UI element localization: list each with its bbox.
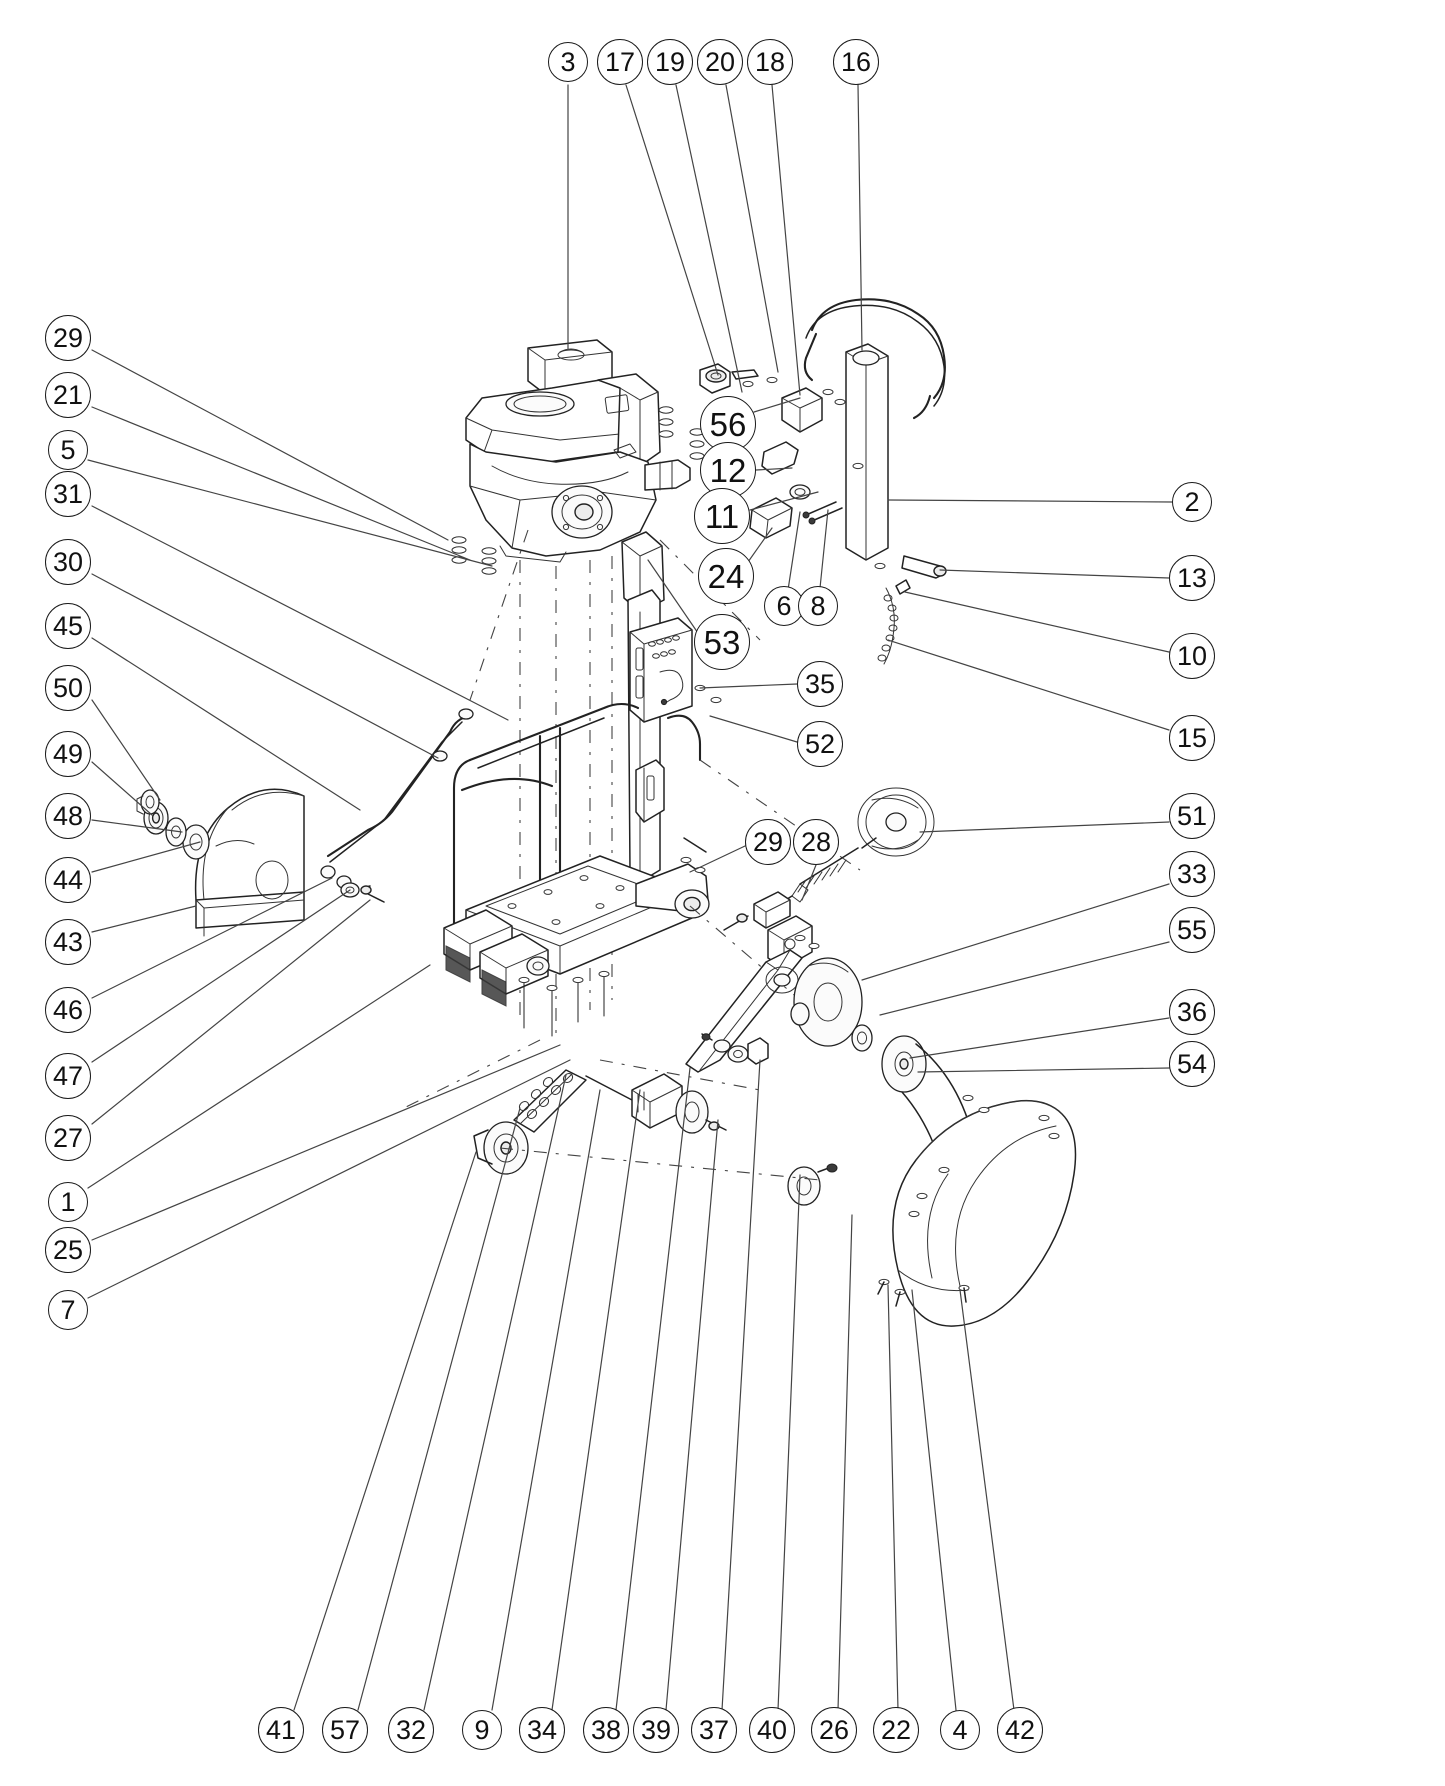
spindle-shaft-assembly [473, 1033, 821, 1181]
callout-bubble-5[interactable]: 5 [48, 430, 88, 470]
callout-bubble-8[interactable]: 8 [798, 586, 838, 626]
callout-bubble-43[interactable]: 43 [45, 919, 91, 965]
callout-bubble-41[interactable]: 41 [258, 1707, 304, 1753]
callout-bubble-29[interactable]: 29 [45, 315, 91, 361]
callout-bubble-29[interactable]: 29 [745, 819, 791, 865]
callout-bubble-24[interactable]: 24 [698, 548, 754, 604]
callout-bubble-38[interactable]: 38 [583, 1707, 629, 1753]
callout-bubble-28[interactable]: 28 [793, 819, 839, 865]
belt-guard-cover [877, 1094, 1077, 1327]
callout-bubble-20[interactable]: 20 [697, 39, 743, 85]
callout-bubble-31[interactable]: 31 [45, 471, 91, 517]
leader-lines [87, 84, 1173, 1711]
callout-bubble-12[interactable]: 12 [700, 442, 756, 498]
callout-bubble-48[interactable]: 48 [45, 793, 91, 839]
callout-bubble-27[interactable]: 27 [45, 1115, 91, 1161]
callout-bubble-33[interactable]: 33 [1169, 851, 1215, 897]
callout-bubble-15[interactable]: 15 [1169, 715, 1215, 761]
callout-bubble-7[interactable]: 7 [48, 1290, 88, 1330]
engine-assembly [451, 339, 705, 1040]
callout-bubble-2[interactable]: 2 [1172, 482, 1212, 522]
frame-assembly [326, 529, 861, 1111]
callout-bubble-46[interactable]: 46 [45, 987, 91, 1033]
callout-bubble-1[interactable]: 1 [48, 1182, 88, 1222]
callout-bubble-51[interactable]: 51 [1169, 793, 1215, 839]
callout-bubble-19[interactable]: 19 [647, 39, 693, 85]
callout-bubble-45[interactable]: 45 [45, 603, 91, 649]
callout-bubble-37[interactable]: 37 [691, 1707, 737, 1753]
callout-bubble-30[interactable]: 30 [45, 539, 91, 585]
callout-bubble-52[interactable]: 52 [797, 721, 843, 767]
callout-bubble-49[interactable]: 49 [45, 731, 91, 777]
callout-bubble-32[interactable]: 32 [388, 1707, 434, 1753]
callout-bubble-11[interactable]: 11 [694, 488, 750, 544]
callout-bubble-16[interactable]: 16 [833, 39, 879, 85]
depth-adjust-assembly [685, 787, 935, 1073]
callout-bubble-53[interactable]: 53 [694, 614, 750, 670]
blade-guard-assembly [136, 788, 385, 937]
callout-bubble-26[interactable]: 26 [811, 1707, 857, 1753]
callout-bubble-35[interactable]: 35 [797, 661, 843, 707]
callout-bubble-4[interactable]: 4 [940, 1710, 980, 1750]
callout-bubble-44[interactable]: 44 [45, 857, 91, 903]
callout-bubble-39[interactable]: 39 [633, 1707, 679, 1753]
callout-bubble-13[interactable]: 13 [1169, 555, 1215, 601]
callout-bubble-6[interactable]: 6 [764, 586, 804, 626]
callout-bubble-42[interactable]: 42 [997, 1707, 1043, 1753]
callout-bubble-3[interactable]: 3 [548, 42, 588, 82]
callout-bubble-25[interactable]: 25 [45, 1227, 91, 1273]
callout-bubble-57[interactable]: 57 [322, 1707, 368, 1753]
callout-bubble-17[interactable]: 17 [597, 39, 643, 85]
callout-bubble-55[interactable]: 55 [1169, 907, 1215, 953]
callout-bubble-36[interactable]: 36 [1169, 989, 1215, 1035]
callout-bubble-47[interactable]: 47 [45, 1053, 91, 1099]
callout-bubble-10[interactable]: 10 [1169, 633, 1215, 679]
callout-bubble-21[interactable]: 21 [45, 372, 91, 418]
callout-bubble-50[interactable]: 50 [45, 665, 91, 711]
callout-bubble-34[interactable]: 34 [519, 1707, 565, 1753]
callout-bubble-40[interactable]: 40 [749, 1707, 795, 1753]
callout-bubble-54[interactable]: 54 [1169, 1041, 1215, 1087]
callout-bubble-9[interactable]: 9 [462, 1710, 502, 1750]
callout-bubble-18[interactable]: 18 [747, 39, 793, 85]
callout-bubble-22[interactable]: 22 [873, 1707, 919, 1753]
